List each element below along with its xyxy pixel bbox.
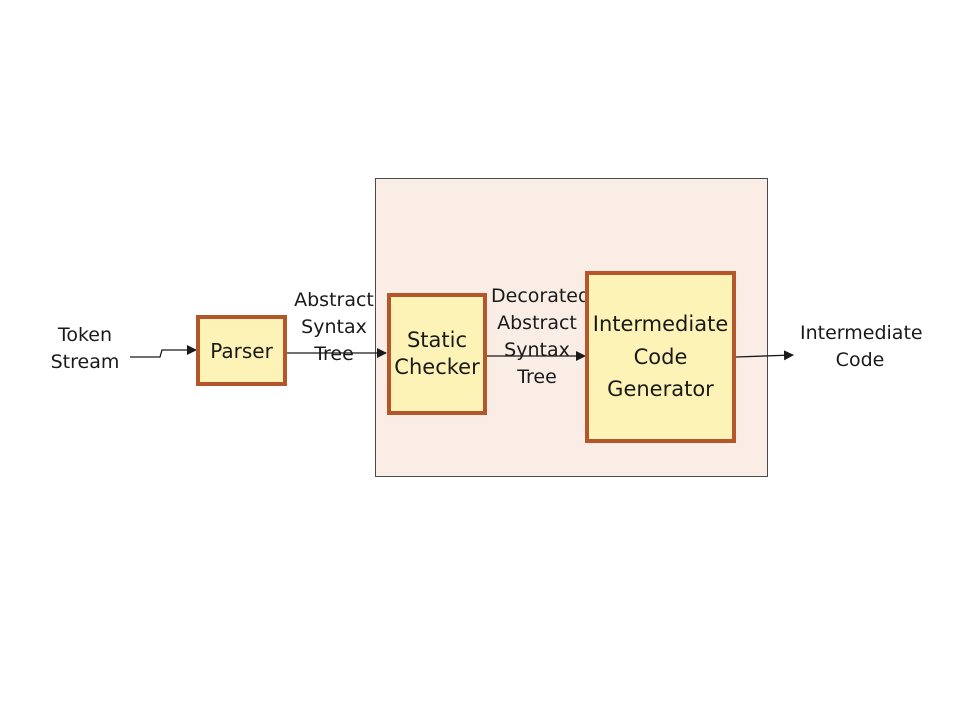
intermediate-code-label: Intermediate Code <box>800 322 923 371</box>
intermediate-code-arrow <box>735 350 794 361</box>
parser-box: Parser <box>196 315 287 386</box>
token-stream-label: Token Stream <box>50 324 120 373</box>
token-stream-arrow <box>130 345 197 358</box>
decorated-abstract-syntax-tree-label: Decorated Abstract Syntax Tree <box>491 285 591 388</box>
intermediate-code-generator-box: Intermediate Code Generator <box>585 271 736 443</box>
abstract-syntax-tree-label: Abstract Syntax Tree <box>294 289 374 365</box>
static-checker-box: Static Checker <box>387 293 487 415</box>
parser-label: Parser <box>210 338 273 363</box>
